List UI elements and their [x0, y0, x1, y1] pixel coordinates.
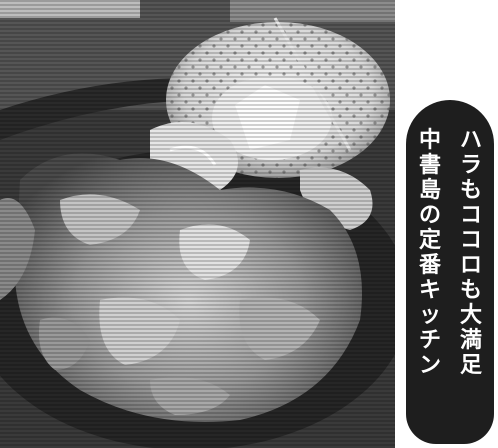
caption-line-1-char: 満	[459, 328, 482, 353]
caption-line-2-char: 書	[418, 153, 441, 178]
caption-line-1-char: 大	[459, 303, 482, 328]
caption-line-1-char: も	[459, 178, 482, 203]
caption-line-1-char: ハ	[459, 128, 482, 153]
caption-line-2-char: チ	[418, 328, 441, 353]
caption-line-2: 中 書 島 の 定 番 キ ッ チ ン	[412, 128, 448, 378]
caption-line-2-char: ン	[418, 353, 441, 378]
food-photo	[0, 0, 395, 448]
caption-badge	[406, 100, 494, 444]
caption-line-1-char: コ	[459, 203, 482, 228]
caption-line-1: ハ ラ も コ コ ロ も 大 満 足	[453, 128, 489, 378]
caption-line-2-char: ッ	[418, 303, 441, 328]
caption-line-2-char: キ	[418, 278, 441, 303]
caption-line-1-char: ラ	[459, 153, 482, 178]
caption-line-1-char: ロ	[459, 253, 482, 278]
caption-line-2-char: 番	[418, 253, 441, 278]
caption-line-2-char: 島	[418, 178, 441, 203]
caption-line-2-char: 中	[418, 128, 441, 153]
caption-line-1-char: コ	[459, 228, 482, 253]
caption-line-2-char: の	[418, 203, 441, 228]
caption-line-1-char: 足	[459, 353, 482, 378]
caption-line-2-char: 定	[418, 228, 441, 253]
caption-line-1-char: も	[459, 278, 482, 303]
